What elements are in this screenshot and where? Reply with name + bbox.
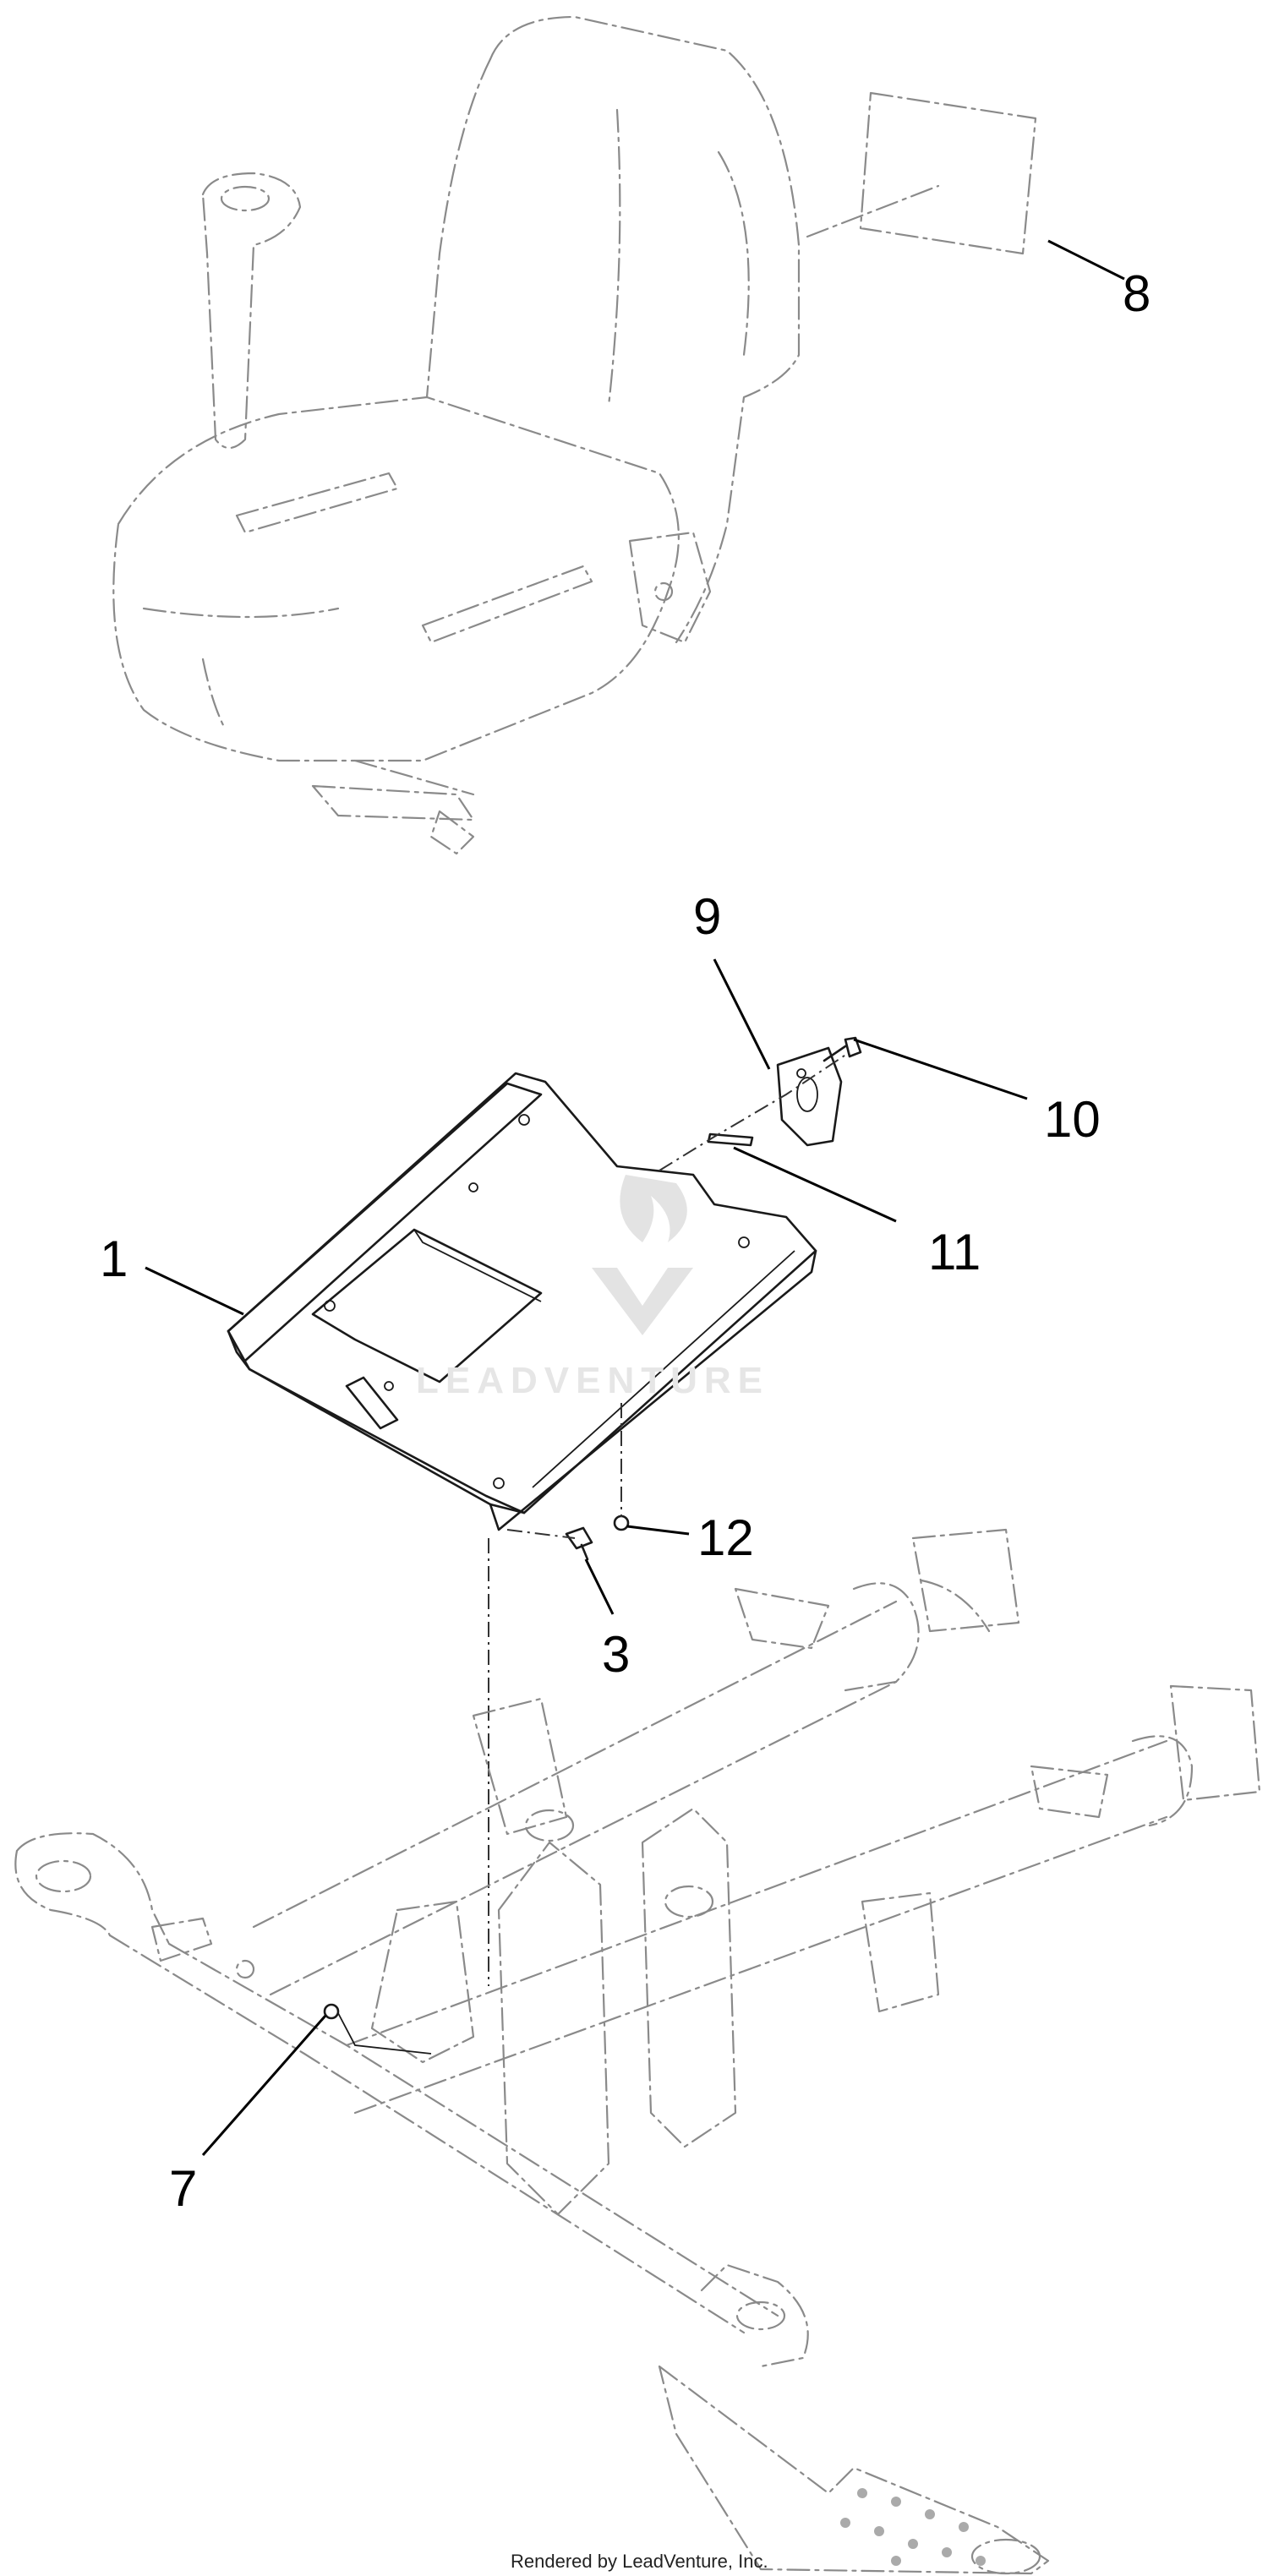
bracket <box>776 1046 843 1147</box>
callout-1: 1 <box>100 1231 128 1287</box>
callout-11: 11 <box>928 1224 981 1280</box>
nut <box>613 1514 630 1531</box>
bolt <box>565 1526 593 1561</box>
leader-lines <box>145 958 1028 2156</box>
seat-assembly <box>112 15 801 855</box>
frame-nut <box>323 2003 432 2055</box>
callout-7: 7 <box>169 2160 197 2217</box>
callout-9: 9 <box>693 888 721 945</box>
footer-credit: Rendered by LeadVenture, Inc. <box>511 2551 768 2572</box>
decal <box>806 91 1125 281</box>
watermark-text: LEADVENTURE <box>416 1360 769 1401</box>
callout-8: 8 <box>1123 265 1150 322</box>
callout-3: 3 <box>602 1626 630 1683</box>
callouts: 8 9 10 1 11 12 3 7 <box>100 265 1150 2217</box>
callout-10: 10 <box>1044 1091 1101 1148</box>
watermark: LEADVENTURE <box>416 1175 769 1401</box>
callout-12: 12 <box>697 1509 754 1566</box>
foot-plate-holes <box>840 2488 986 2566</box>
frame-assembly <box>14 1528 1261 2575</box>
